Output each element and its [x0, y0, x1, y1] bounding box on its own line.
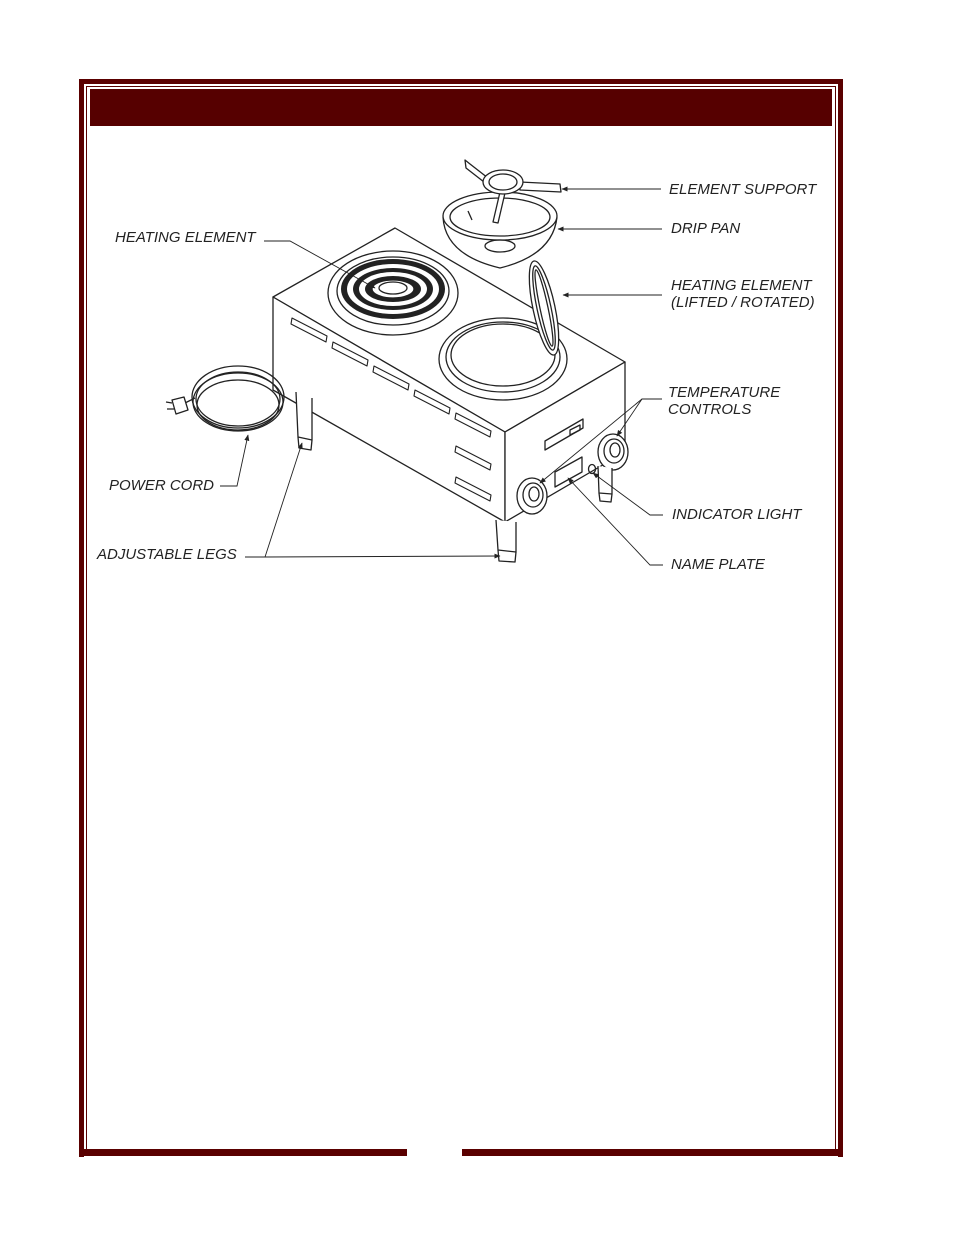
heating-element-coil	[327, 250, 459, 336]
element-support-illustration	[464, 159, 562, 224]
page-frame-inner	[86, 86, 836, 1152]
page-frame-outer	[79, 79, 843, 1157]
header-bar	[90, 89, 832, 126]
label-heating-element: HEATING ELEMENT	[115, 229, 257, 246]
label-power-cord: POWER CORD	[109, 477, 214, 494]
label-adjustable-legs: ADJUSTABLE LEGS	[96, 546, 237, 563]
label-heating-element-lifted-sub: (LIFTED / ROTATED)	[671, 294, 815, 311]
label-heating-element-lifted: HEATING ELEMENT	[671, 277, 813, 294]
vent-slots	[290, 317, 492, 502]
indicator-light-illustration	[587, 463, 597, 475]
label-drip-pan: DRIP PAN	[671, 220, 740, 237]
leader-lines	[220, 186, 663, 566]
name-plate-illustration	[544, 418, 584, 488]
drip-pan-illustration	[442, 191, 558, 269]
temperature-knobs	[516, 433, 629, 515]
burner-opening	[438, 317, 568, 401]
lifted-heating-element	[528, 260, 560, 356]
label-name-plate: NAME PLATE	[671, 556, 766, 573]
label-temperature-controls: TEMPERATURE	[668, 384, 781, 401]
frame-bottom-left	[79, 1149, 407, 1156]
frame-bottom-right	[462, 1149, 843, 1156]
label-element-support: ELEMENT SUPPORT	[669, 181, 818, 198]
appliance-illustration	[165, 159, 629, 563]
label-temperature-controls-sub: CONTROLS	[668, 401, 751, 418]
power-cord-illustration	[165, 365, 285, 432]
label-indicator-light: INDICATOR LIGHT	[672, 506, 803, 523]
